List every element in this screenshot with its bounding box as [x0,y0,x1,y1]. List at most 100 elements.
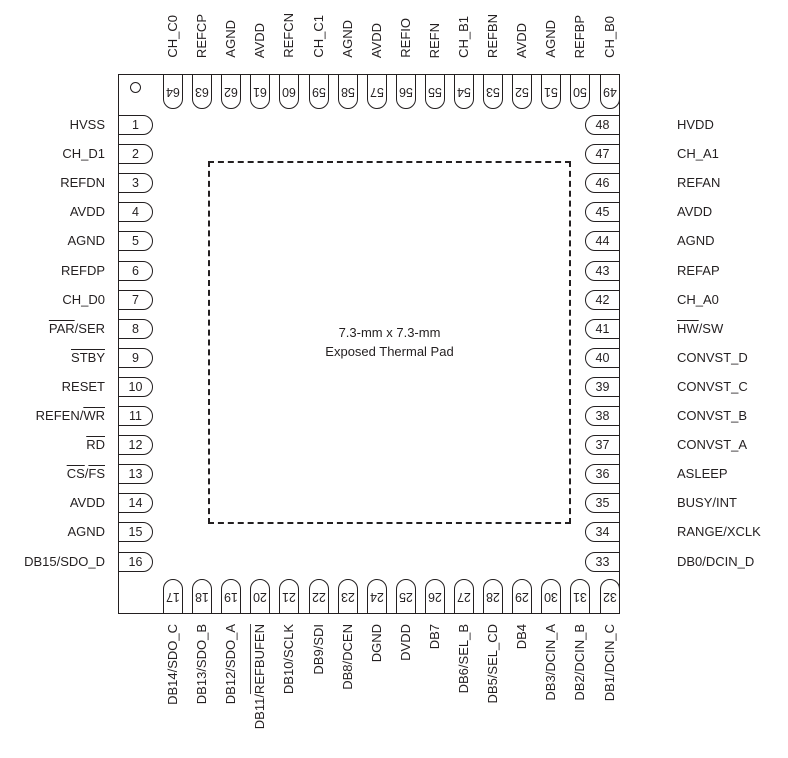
pin-6-label: REFDP [61,263,105,279]
pin-52-tab: 52 [512,74,533,109]
pin-number-rotated: 23 [341,590,355,604]
pin-42-tab: 42 [585,289,620,310]
pin-name-part: DB13/SDO_B [194,624,210,705]
pin-number: 62 [224,84,239,99]
pin-number: 20 [253,589,268,604]
pin-name-part: AVDD [677,204,713,220]
pin-60-label: REFCN [281,13,297,58]
pin-26-label: DB7 [427,624,443,649]
pin-27-label: DB6/SEL_B [456,624,472,693]
pin-number: 9 [132,350,139,365]
pin-name-part: DB14/SDO_C [165,624,180,705]
pin-59-label: CH_C1 [311,15,327,58]
pin-35-tab: 35 [585,493,620,514]
pin-number-rotated: 27 [457,590,471,604]
pin-63-tab: 63 [192,74,213,109]
pin-48-label: HVDD [677,117,714,133]
pin-number-rotated: 30 [544,590,558,604]
pin-number: 25 [398,589,413,604]
pin-name-part: CH_B0 [601,16,617,58]
pin-number-rotated: 18 [195,590,209,604]
pin-name-part: REFAN [677,175,721,191]
pin-number-rotated: 53 [486,85,500,99]
pin-name-part: AVDD [514,22,530,58]
pin-name-part: CONVST_D [677,349,748,365]
pin-25-tab: 25 [395,579,416,614]
pin-28-label: DB5/SEL_CD [485,624,501,703]
pin-25-label: DVDD [398,624,414,661]
pin-14-label: AVDD [70,495,105,511]
pin-number: 24 [369,589,384,604]
pin-name-part: AVDD [368,22,384,58]
pin-name-part: DB12/SDO_A [223,624,239,705]
pin-name-part: REFBP [572,14,588,58]
pin-51-tab: 51 [541,74,562,109]
pin-21-tab: 21 [279,579,300,614]
pin-29-tab: 29 [512,579,533,614]
pin-50-label: REFBP [572,15,588,58]
pin-number: 4 [132,205,139,220]
pin-name-part: HW [677,320,699,336]
pin-51-label: AGND [543,20,559,58]
pin-26-tab: 26 [424,579,445,614]
pin-43-tab: 43 [585,260,620,281]
pin-number: 17 [166,589,180,604]
pin-13-label: CS/FS [67,466,105,482]
pin-name-part: RANGE/XCLK [677,524,761,540]
pin-number-rotated: 21 [282,590,296,604]
pin-number: 28 [486,589,501,604]
pin-number: 13 [128,467,143,482]
pin-number-rotated: 32 [603,590,617,604]
pin-5-tab: 5 [118,231,153,252]
pin-40-tab: 40 [585,347,620,368]
pin-number: 35 [595,496,610,511]
pin-number: 45 [595,205,610,220]
pin-number: 61 [253,84,268,99]
pin-name-part: CH_A0 [677,291,719,307]
pin-4-label: AVDD [70,204,105,220]
pin-27-tab: 27 [454,579,474,614]
pin-name-part: DB15/SDO_D [24,553,105,569]
pin-number: 34 [595,525,610,540]
pin-number: 43 [595,263,610,278]
pin-name-part: CH_A1 [677,146,719,162]
pin-name-part: DB7 [426,624,442,650]
pin-17-label: DB14/SDO_C [165,624,181,705]
pin-42-label: CH_A0 [677,292,719,308]
pin-number: 58 [340,84,355,99]
pin-name-part: HVSS [69,117,105,132]
pin-33-label: DB0/DCIN_D [677,554,754,570]
pin-number: 63 [195,84,210,99]
pin-10-label: RESET [62,379,105,395]
pin-name-part: DB11/ [252,694,268,730]
pin-53-label: REFBN [485,14,501,58]
pin-17-tab: 17 [163,579,183,614]
pin-number: 12 [128,438,143,453]
pin-64-label: CH_C0 [165,15,181,58]
pin-number-rotated: 56 [399,85,413,99]
pin-16-label: DB15/SDO_D [24,554,105,570]
pin-name-part: REFEN/ [35,408,84,423]
pin-name-part: FS [88,466,105,482]
pin-11-tab: 11 [118,406,153,426]
pin-36-tab: 36 [585,464,620,485]
pin-34-tab: 34 [585,522,620,543]
pin-9-label: STBY [71,350,105,366]
pin-name-part: DVDD [397,624,413,661]
pin-name-part: /SER [74,320,105,336]
pin-45-tab: 45 [585,202,620,223]
pin-name-part: CH_C1 [310,15,326,58]
pin-58-label: AGND [340,20,356,58]
pin-59-tab: 59 [308,74,329,109]
pin-47-label: CH_A1 [677,146,719,162]
pin-9-tab: 9 [118,347,153,368]
pin-64-tab: 64 [163,74,183,109]
pin-name-part: DB0/DCIN_D [677,553,755,569]
pin-10-tab: 10 [118,376,153,397]
pin-49-tab: 49 [599,74,620,109]
pin-name-part: /SW [698,320,724,336]
pin-name-part: WR [83,408,105,423]
pin-14-tab: 14 [118,493,153,514]
pin-number-rotated: 58 [341,85,355,99]
pin-name-part: RD [86,437,105,453]
